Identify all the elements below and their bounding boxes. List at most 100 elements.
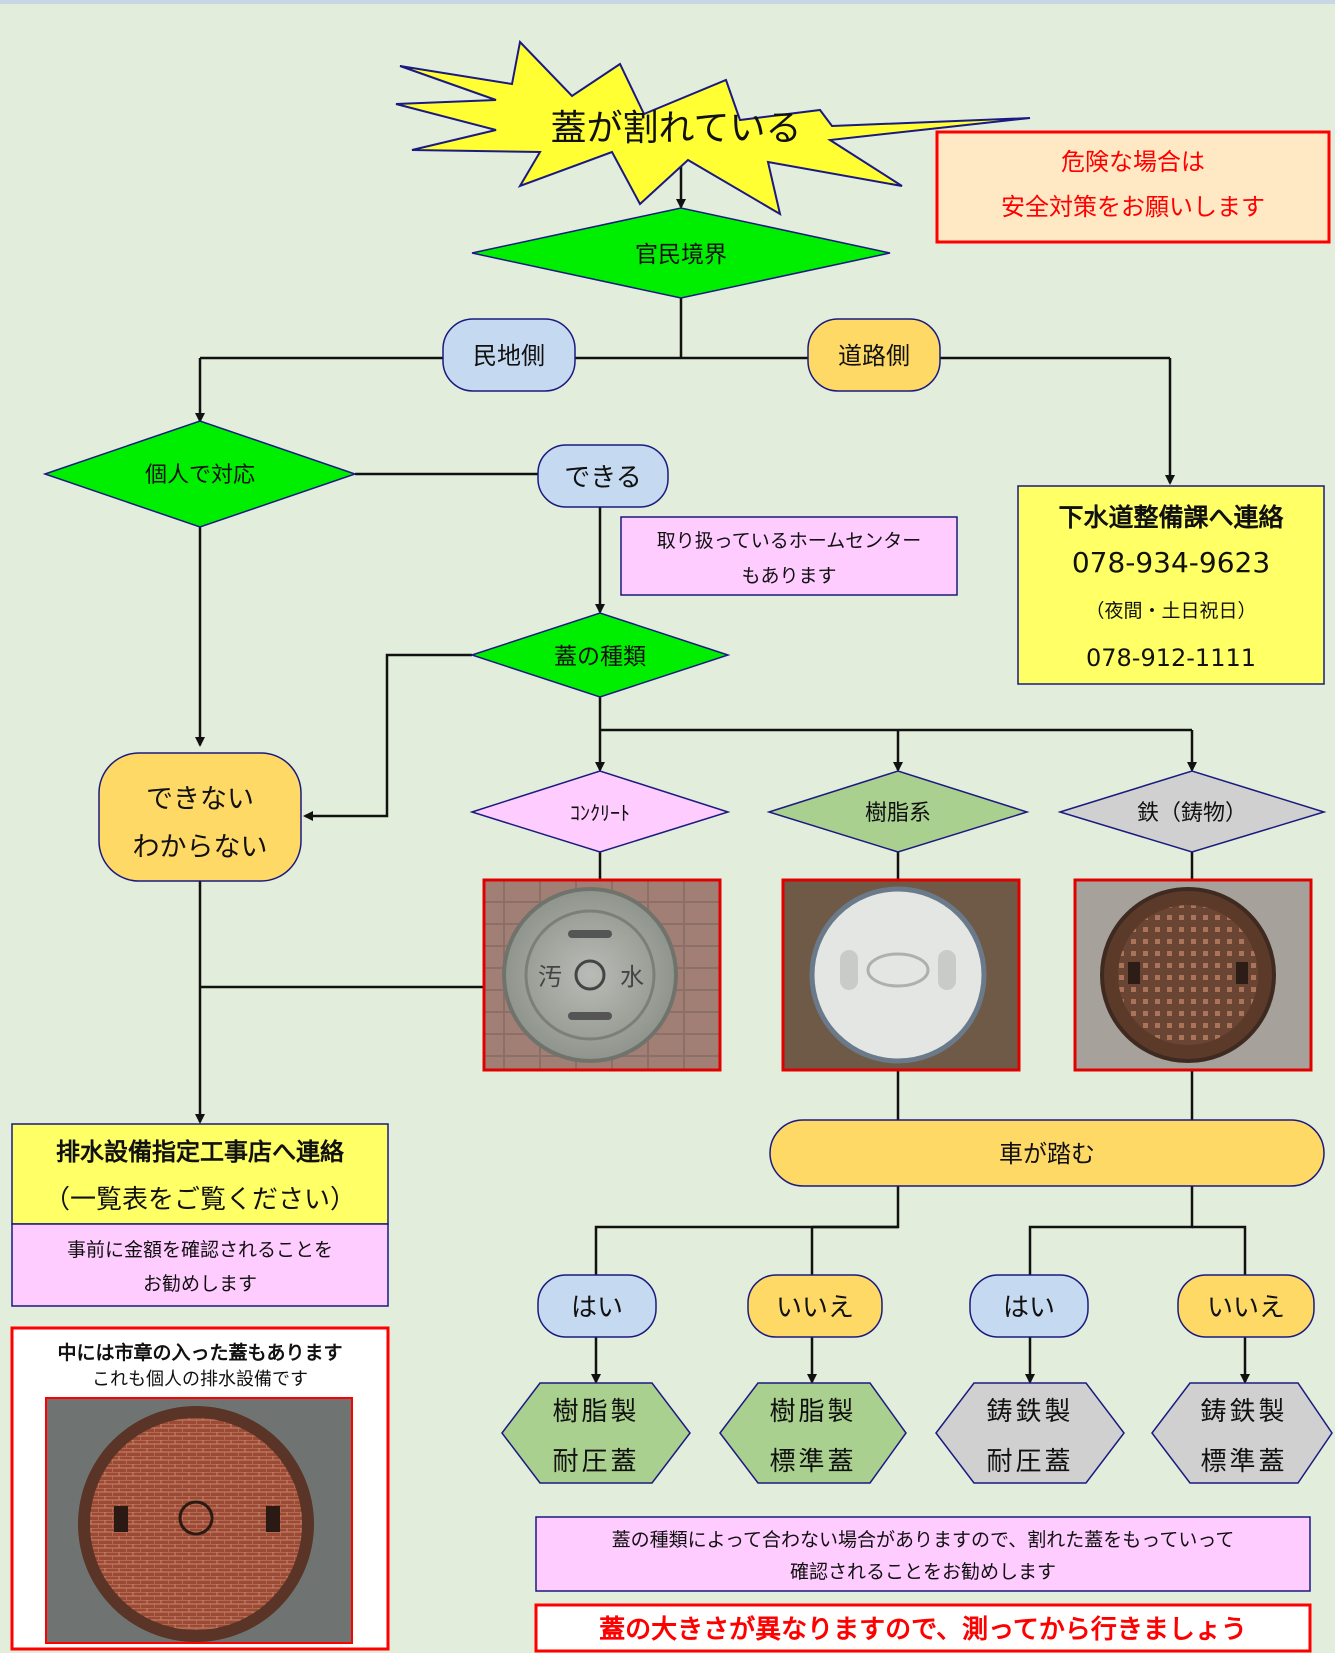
decision-boundary-shape	[471, 207, 891, 299]
branch-road-label: 道路側	[838, 342, 910, 370]
photo-resin	[781, 878, 1021, 1072]
type-iron: 鉄（鋳物）	[1057, 770, 1327, 853]
contractor-note-rect	[11, 1223, 389, 1307]
road-contact: 下水道整備課へ連絡 078-934-9623 （夜間・土日祝日） 078-912…	[1017, 485, 1325, 685]
concrete-text-right: 水	[620, 963, 644, 991]
top-border	[0, 0, 1335, 4]
result-resin-heavy-line2: 耐圧蓋	[552, 1447, 639, 1477]
starburst-shape	[395, 39, 1031, 217]
result-iron-heavy-shape	[935, 1382, 1125, 1484]
contractor-title: 排水設備指定工事店へ連絡	[56, 1138, 345, 1166]
decision-boundary-label: 官民境界	[635, 242, 727, 268]
road-contact-rect	[1017, 485, 1325, 685]
city-mark-emblem	[178, 1500, 214, 1536]
decision-type: 蓋の種類	[469, 612, 731, 698]
answer-yes-resin-shape	[537, 1274, 657, 1338]
connector-vehicle-left	[594, 1185, 900, 1275]
resin-handle-left	[840, 950, 858, 990]
branch-private-label: 民地側	[473, 342, 545, 370]
city-mark-keyhole-left	[114, 1506, 128, 1532]
result-iron-std: 鋳鉄製 標準蓋	[1151, 1382, 1333, 1484]
warning-rect	[935, 130, 1331, 244]
vehicle-label: 車が踏む	[999, 1140, 1095, 1168]
type-note-rect	[535, 1516, 1311, 1592]
result-iron-heavy-line1: 鋳鉄製	[986, 1397, 1073, 1427]
contractor-note-line2: お勧めします	[143, 1273, 257, 1295]
answer-yes-iron-shape	[969, 1274, 1089, 1338]
concrete-handle-top	[568, 930, 612, 938]
connectors	[195, 165, 1250, 1384]
decision-type-label: 蓋の種類	[554, 644, 646, 670]
road-contact-night-label: （夜間・土日祝日）	[1085, 600, 1256, 622]
answer-yes-iron-label: はい	[1003, 1293, 1055, 1323]
title-text: 蓋が割れている	[551, 108, 802, 149]
result-iron-std-line2: 標準蓋	[1200, 1447, 1287, 1477]
title-starburst: 蓋が割れている	[395, 39, 1031, 217]
type-resin: 樹脂系	[766, 770, 1030, 853]
branch-private-shape	[442, 318, 576, 392]
resin-cover-icon	[809, 886, 987, 1064]
concrete-text-left: 汚	[538, 963, 562, 991]
warning-box: 危険な場合は 安全対策をお願いします	[935, 130, 1331, 244]
home-center-note: 取り扱っているホームセンター もあります	[620, 516, 958, 596]
contractor-contact: 排水設備指定工事店へ連絡 （一覧表をご覧ください） 事前に金額を確認されることを…	[11, 1123, 389, 1307]
type-concrete-shape	[469, 770, 731, 853]
result-resin-std-line2: 標準蓋	[769, 1447, 856, 1477]
type-note-line2: 確認されることをお勧めします	[790, 1561, 1056, 1583]
type-iron-shape	[1057, 770, 1327, 853]
can-do: できる	[537, 444, 669, 508]
answer-no-resin: いいえ	[747, 1274, 883, 1338]
result-resin-std: 樹脂製 標準蓋	[719, 1382, 907, 1484]
road-contact-title: 下水道整備課へ連絡	[1058, 503, 1284, 532]
answer-no-iron-shape	[1177, 1274, 1315, 1338]
can-do-shape	[537, 444, 669, 508]
city-mark-subtitle: これも個人の排水設備です	[92, 1369, 308, 1390]
branch-road: 道路側	[807, 318, 941, 392]
type-resin-shape	[766, 770, 1030, 853]
cannot-line1: できない	[146, 784, 254, 815]
answer-no-resin-label: いいえ	[776, 1293, 854, 1323]
result-iron-heavy: 鋳鉄製 耐圧蓋	[935, 1382, 1125, 1484]
home-center-line1: 取り扱っているホームセンター	[657, 530, 921, 552]
warning-line1: 危険な場合は	[1061, 148, 1205, 176]
branch-private: 民地側	[442, 318, 576, 392]
answer-yes-resin: はい	[537, 1274, 657, 1338]
answer-yes-resin-label: はい	[571, 1293, 623, 1323]
result-resin-heavy-line1: 樹脂製	[552, 1397, 639, 1427]
cannot-shape	[98, 752, 302, 882]
type-iron-label: 鉄（鋳物）	[1137, 801, 1247, 826]
can-do-label: できる	[564, 463, 641, 493]
size-note-text: 蓋の大きさが異なりますので、測ってから行きましょう	[599, 1614, 1247, 1645]
decision-vehicle: 車が踏む	[769, 1119, 1325, 1187]
result-resin-heavy-shape	[501, 1382, 691, 1484]
concrete-cover-ring	[524, 909, 656, 1041]
decision-boundary: 官民境界	[471, 207, 891, 299]
photo-concrete: 汚 水	[482, 878, 722, 1072]
contractor-subtitle: （一覧表をご覧ください）	[44, 1185, 356, 1215]
city-mark-keyhole-right	[266, 1506, 280, 1532]
concrete-cover-icon	[502, 887, 678, 1063]
vehicle-shape	[769, 1119, 1325, 1187]
result-resin-std-shape	[719, 1382, 907, 1484]
contractor-note-line1: 事前に金額を確認されることを	[67, 1239, 333, 1261]
result-iron-std-line1: 鋳鉄製	[1200, 1397, 1287, 1427]
result-iron-std-shape	[1151, 1382, 1333, 1484]
type-resin-label: 樹脂系	[865, 801, 931, 826]
cannot: できない わからない	[98, 752, 302, 882]
answer-no-resin-shape	[747, 1274, 883, 1338]
road-contact-phone: 078-934-9623	[1072, 546, 1270, 579]
decision-self-shape	[42, 420, 358, 528]
size-note-rect	[534, 1603, 1312, 1653]
result-resin-heavy: 樹脂製 耐圧蓋	[501, 1382, 691, 1484]
city-mark-panel: 中には市章の入った蓋もあります これも個人の排水設備です	[10, 1326, 390, 1651]
answer-no-iron: いいえ	[1177, 1274, 1315, 1338]
branch-road-shape	[807, 318, 941, 392]
warning-line2: 安全対策をお願いします	[1001, 193, 1265, 221]
cannot-line2: わからない	[133, 832, 268, 863]
resin-handle-right	[938, 950, 956, 990]
connector-vehicle-right	[1028, 1185, 1194, 1275]
resin-logo-mark	[866, 952, 930, 988]
home-center-line2: もあります	[741, 565, 836, 587]
